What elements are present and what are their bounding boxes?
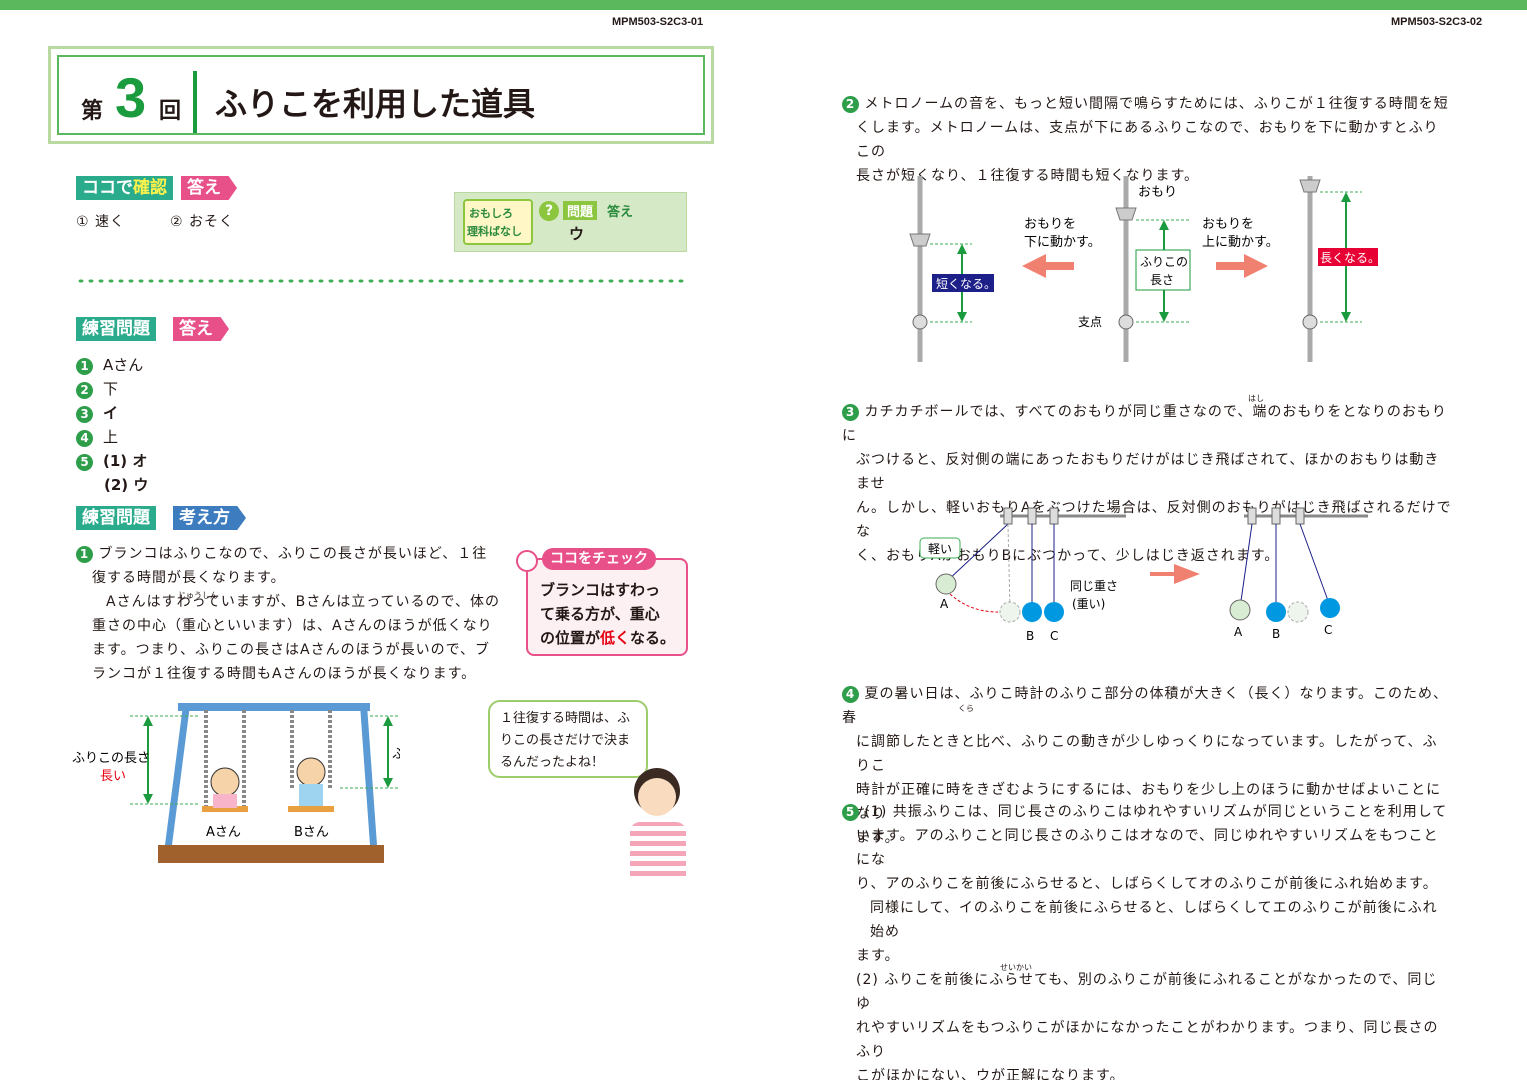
check-line-1: ブランコはすわっ <box>540 581 661 599</box>
kokode-answer-1: ① 速く <box>76 214 126 230</box>
kokode-tag: ココで確認 <box>76 176 173 200</box>
omoshiro-box: おもしろ 理科ばなし ? 問題 答え ウ <box>454 192 687 252</box>
light-label: 軽い <box>928 542 952 556</box>
question-icon: ? <box>539 201 559 221</box>
ball-c2-label: C <box>1324 623 1332 637</box>
kokode-answer-2: ② おそく <box>170 214 235 230</box>
explanation-2: 2 メトロノームの音を、もっと短い間隔で鳴らすためには、ふりこが１往復する時間を… <box>842 92 1452 188</box>
check-line-2: て乗る方が、重心 <box>540 605 660 623</box>
answer-row-5b: (2) ウ <box>104 476 149 494</box>
shiten-label: 支点 <box>1078 315 1102 329</box>
right-arrow-icon <box>1216 254 1268 278</box>
title-box: 第 3 回 ふりこを利用した道具 <box>48 46 714 144</box>
title-kai: 回 <box>159 99 182 124</box>
down-label-2: 下に動かす。 <box>1024 235 1101 250</box>
swing-diagram: ふりこの長さ 長い ふりこの長さ 短い Aさん Bさん <box>72 703 400 863</box>
up-label-2: 上に動かす。 <box>1202 235 1279 250</box>
swing-a-label: Aさん <box>206 825 241 840</box>
length-label-2: 長さ <box>1150 273 1174 287</box>
renshu-tag: 練習問題 <box>76 317 156 341</box>
ball-arrow-icon <box>1150 564 1200 584</box>
title-number: 3 <box>115 66 147 129</box>
page-code-right: MPM503-S2C3-02 <box>1391 16 1483 28</box>
ball-b2-label: B <box>1272 627 1280 641</box>
book-icon <box>463 199 533 245</box>
swing-left-label: ふりこの長さ <box>72 751 150 766</box>
up-label-1: おもりを <box>1202 217 1254 232</box>
top-green-bar <box>0 0 1527 10</box>
omoshiro-answer: ウ <box>569 225 585 243</box>
answer-row-5: 5(1) オ <box>76 450 147 471</box>
ruby-jushin: じゅうしん <box>178 591 218 600</box>
kangaekata-tag: 練習問題 <box>76 506 156 530</box>
mondai-label: 問題 <box>563 201 598 220</box>
swing-b-label: Bさん <box>294 825 329 840</box>
swing-left-sub: 長い <box>100 769 126 784</box>
lightbulb-icon <box>516 550 538 572</box>
girl-character <box>630 768 686 876</box>
ball-c-label: C <box>1050 629 1058 643</box>
swing-right-label: ふりこの長さ <box>392 747 400 762</box>
ruby-kura: くら <box>958 704 974 713</box>
ruby-hashi: はし <box>1248 394 1264 403</box>
length-label-1: ふりこの <box>1140 255 1188 269</box>
kotae-label: 答え <box>607 205 634 220</box>
short-label: 短くなる。 <box>936 277 996 291</box>
ball-a-label: A <box>940 597 949 611</box>
rika-label: 理科ばなし <box>467 225 522 238</box>
kangaekata-label: 考え方 <box>173 506 246 530</box>
explanation-4: 4 夏の暑い日は、ふりこ時計のふりこ部分の体積が大きく（長く）なります。このため… <box>842 686 1449 846</box>
title-dai: 第 <box>81 99 104 124</box>
page-title: ふりこを利用した道具 <box>215 85 536 123</box>
ball-b-label: B <box>1026 629 1034 643</box>
ball-a2-label: A <box>1234 625 1243 639</box>
left-arrow-icon <box>1022 254 1074 278</box>
clacker-diagram: 軽い 同じ重さ (重い) A B C A B C <box>919 507 1368 643</box>
omori-label: おもり <box>1138 185 1177 200</box>
check-box: ココをチェック ブランコはすわっ て乗る方が、重心 の位置が低くなる。 <box>516 548 688 656</box>
explanation-1: 1 ブランコはふりこなので、ふりこの長さが長いほど、１往 復する時間が長くなりま… <box>76 542 506 686</box>
ruby-seikai: せいかい <box>1000 963 1032 972</box>
title-divider <box>193 71 197 133</box>
heavy-label: (重い) <box>1072 597 1105 611</box>
long-label: 長くなる。 <box>1320 251 1380 265</box>
renshu-answer-tag: 答え <box>173 317 229 341</box>
metronome-diagram: 短くなる。 おもりを 下に動かす。 ふりこの 長さ おもり 支点 おもりを 上に… <box>909 176 1380 362</box>
omoshiro-label: おもしろ <box>469 207 513 220</box>
speech-bubble: １往復する時間は、ふ りこの長さだけで決ま るんだったよね！ <box>488 700 648 778</box>
check-title: ココをチェック <box>542 548 656 570</box>
page-code-left: MPM503-S2C3-01 <box>612 16 704 28</box>
explanation-5: 5 (1) 共振ふりこは、同じ長さのふりこはゆれやすいリズムが同じということを利… <box>842 800 1452 1080</box>
same-weight-label: 同じ重さ <box>1070 579 1118 593</box>
kokode-answer-tag: 答え <box>181 176 237 200</box>
check-line-3: の位置が低くなる。 <box>540 629 676 647</box>
down-label-1: おもりを <box>1024 217 1076 232</box>
dotted-divider <box>76 278 688 284</box>
